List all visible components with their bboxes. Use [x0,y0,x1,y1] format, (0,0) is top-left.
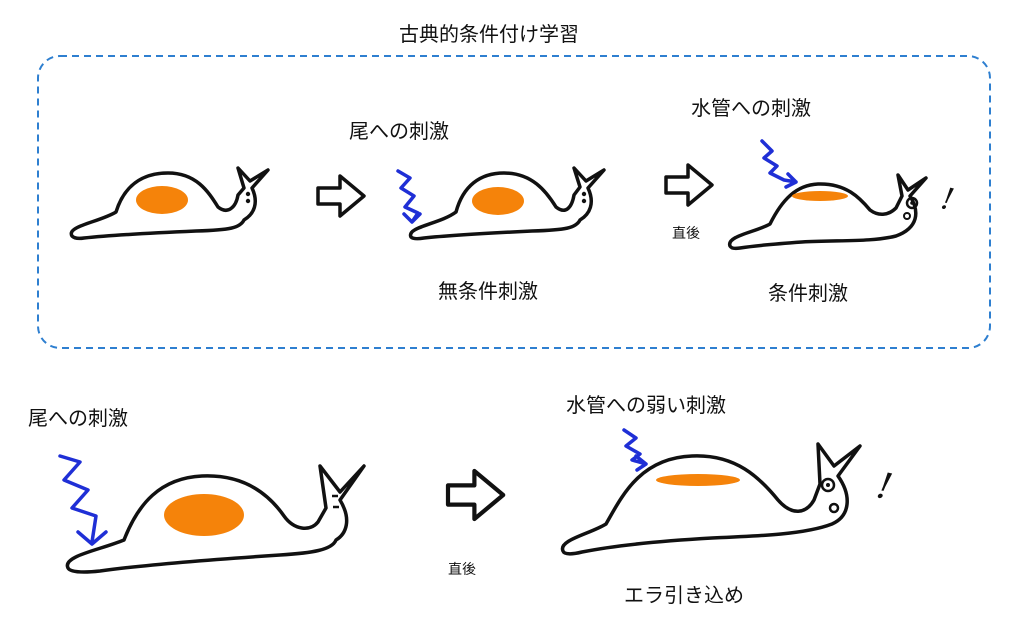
exclamation-mark: ! [873,465,896,508]
right-arrow-icon [664,163,714,207]
zigzag-stimulus-icon [760,139,798,189]
diagram-title: 古典的条件付け学習 [399,22,579,46]
label-unconditioned-stimulus: 無条件刺激 [438,279,538,303]
gill-marker [656,474,740,486]
label-immediately-after: 直後 [448,562,476,578]
label-immediately-after: 直後 [672,226,700,242]
zigzag-stimulus-icon [622,428,648,472]
snail-eye [332,494,339,509]
snail-eye [245,191,251,204]
gill-marker [472,187,524,215]
snail-icon [728,173,928,251]
gill-marker [792,191,848,201]
label-weak-siphon-stimulus: 水管への弱い刺激 [566,393,726,417]
label-tail-stimulus: 尾への刺激 [349,119,449,143]
snail-eye [903,196,919,220]
snail-eye [820,477,840,514]
right-arrow-icon [316,174,366,218]
zigzag-stimulus-icon [58,454,108,546]
zigzag-stimulus-icon [396,169,422,224]
gill-marker [164,494,244,536]
exclamation-mark: ! [938,181,957,218]
gill-marker [136,186,188,214]
snail-eye [581,191,587,204]
snail-icon [65,464,366,574]
snail-icon [408,166,606,241]
label-siphon-stimulus: 水管への刺激 [691,96,811,120]
snail-icon [561,442,862,556]
label-gill-withdrawal: エラ引き込め [624,583,744,607]
label-tail-stimulus: 尾への刺激 [28,406,128,430]
snail-icon [69,166,270,241]
right-arrow-icon [448,471,503,519]
label-conditioned-stimulus: 条件刺激 [768,281,848,305]
